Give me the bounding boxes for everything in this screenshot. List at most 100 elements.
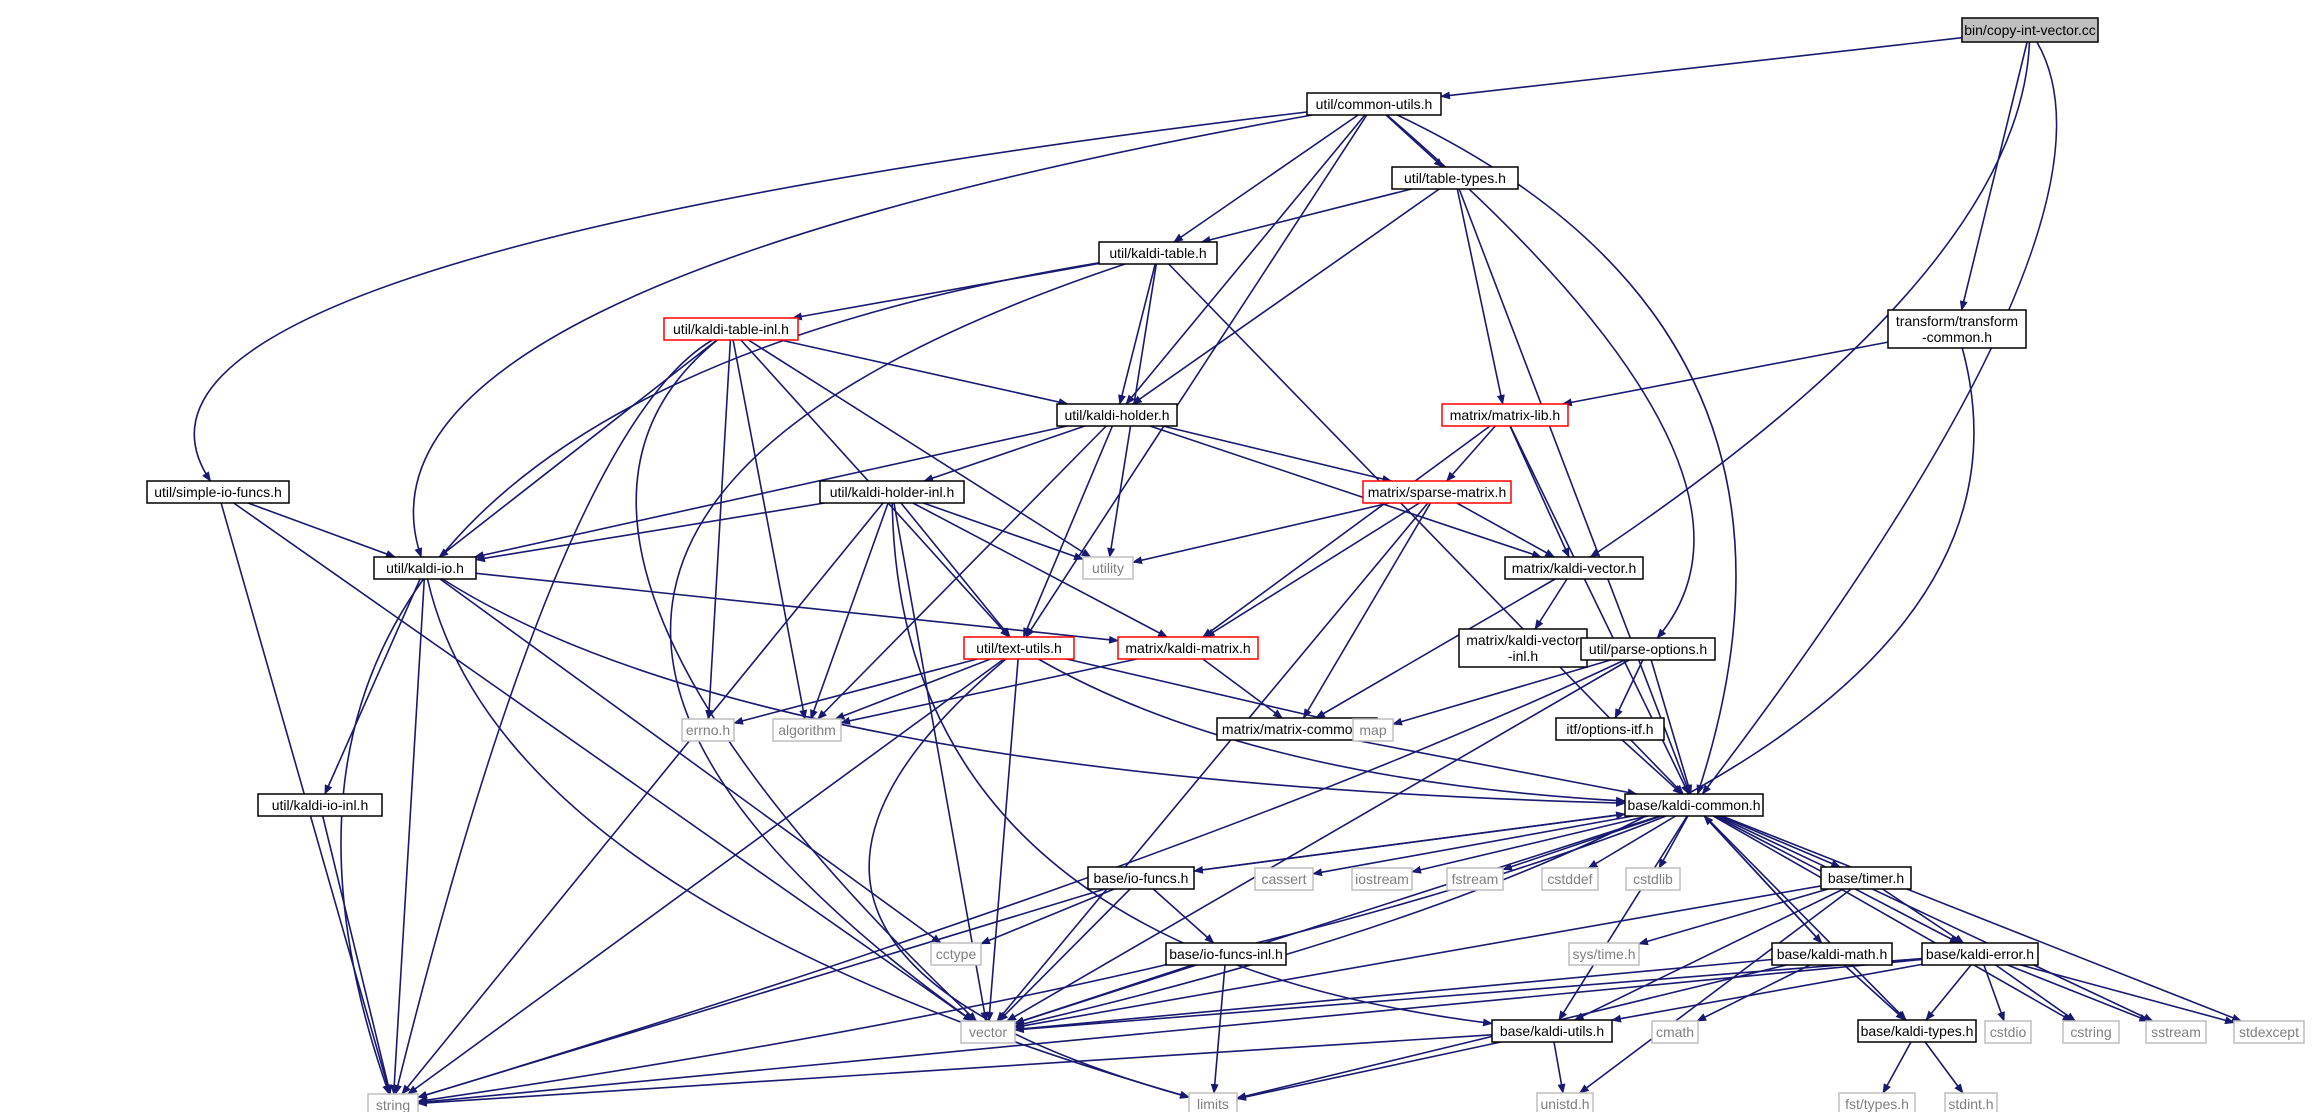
node-box [960, 1020, 1016, 1044]
node-label: algorithm [778, 722, 836, 738]
node-box [1082, 556, 1134, 580]
edge-io-funcs-to-io-funcs-inl [1152, 888, 1215, 944]
node-options-itf[interactable]: itf/options-itf.h [1555, 717, 1665, 741]
node-table-types[interactable]: util/table-types.h [1391, 166, 1519, 190]
node-kaldi-math[interactable]: base/kaldi-math.h [1771, 942, 1893, 966]
node-label: cstring [2070, 1024, 2111, 1040]
node-kaldi-matrix[interactable]: matrix/kaldi-matrix.h [1117, 636, 1259, 660]
node-box [1820, 866, 1912, 890]
edge-kaldi-table-to-kaldi-holder [1118, 263, 1156, 405]
edge-parse-options-to-string [417, 659, 1625, 1099]
edge-text-utils-to-algorithm [834, 658, 991, 720]
node-parse-options[interactable]: util/parse-options.h [1580, 637, 1716, 661]
edge-kaldi-io-to-kaldi-common [441, 578, 1626, 807]
edge-kaldi-table-to-kaldi-table-inl [791, 262, 1100, 321]
node-text-utils[interactable]: util/text-utils.h [963, 636, 1075, 660]
edge-transform-common-to-vector [1014, 347, 1975, 1028]
node-kaldi-error[interactable]: base/kaldi-error.h [1921, 942, 2039, 966]
edge-io-funcs-to-kaldi-common [1193, 811, 1626, 872]
edge-kaldi-common-to-timer [1719, 815, 1842, 868]
node-kaldi-vector-inl[interactable]: matrix/kaldi-vector-inl.h [1458, 628, 1588, 668]
node-io-funcs[interactable]: base/io-funcs.h [1087, 866, 1195, 890]
node-kaldi-io-inl[interactable]: util/kaldi-io-inl.h [257, 793, 383, 817]
edge-kaldi-table-inl-to-algorithm [732, 339, 808, 720]
node-box [1580, 637, 1716, 661]
node-box [930, 942, 982, 966]
node-box [1362, 480, 1512, 504]
node-sstream: sstream [2145, 1020, 2207, 1044]
node-box [373, 556, 477, 580]
edge-root-to-common-utils [1440, 36, 1963, 100]
node-string: string [367, 1093, 419, 1112]
node-root[interactable]: bin/copy-int-vector.cc [1961, 17, 2099, 43]
node-label: util/simple-io-funcs.h [154, 484, 282, 500]
node-label: sstream [2151, 1024, 2201, 1040]
edge-kaldi-utils-to-limits [1236, 1041, 1502, 1101]
node-label: base/io-funcs.h [1094, 870, 1189, 886]
node-kaldi-utils[interactable]: base/kaldi-utils.h [1491, 1019, 1613, 1043]
node-kaldi-common[interactable]: base/kaldi-common.h [1624, 793, 1764, 817]
node-box [1555, 717, 1665, 741]
node-label: cctype [936, 946, 977, 962]
node-simple-io-funcs[interactable]: util/simple-io-funcs.h [146, 480, 290, 504]
node-box [1446, 867, 1504, 891]
edge-simple-io-funcs-to-kaldi-io [247, 502, 396, 558]
node-label: util/kaldi-io.h [386, 560, 464, 576]
edge-kaldi-common-to-fstream [1502, 815, 1662, 871]
edge-kaldi-table-inl-to-vector [635, 339, 978, 1022]
edge-kaldi-vector-to-matrix-common [1315, 578, 1556, 719]
node-box [1838, 1092, 1916, 1112]
node-box [772, 718, 842, 742]
edge-kaldi-holder-inl-to-algorithm [810, 502, 889, 720]
edge-sparse-matrix-to-utility [1132, 502, 1390, 565]
node-label: util/kaldi-holder.h [1064, 407, 1169, 423]
edge-io-funcs-inl-to-vector [1014, 964, 1193, 1025]
node-common-utils[interactable]: util/common-utils.h [1306, 92, 1442, 116]
edge-timer-to-kaldi-utils [1573, 888, 1844, 1021]
edge-kaldi-table-inl-to-kaldi-io [438, 339, 718, 558]
node-box [1625, 867, 1681, 891]
node-box [2233, 1020, 2305, 1044]
node-box [1491, 1019, 1613, 1043]
node-kaldi-io[interactable]: util/kaldi-io.h [373, 556, 477, 580]
node-cctype: cctype [930, 942, 982, 966]
node-label: unistd.h [1540, 1096, 1589, 1112]
edge-root-to-kaldi-vector [1589, 41, 2031, 558]
node-kaldi-vector[interactable]: matrix/kaldi-vector.h [1504, 556, 1644, 580]
node-kaldi-types[interactable]: base/kaldi-types.h [1857, 1019, 1977, 1043]
node-matrix-lib[interactable]: matrix/matrix-lib.h [1441, 403, 1569, 427]
edge-kaldi-io-to-kaldi-io-inl [324, 578, 421, 795]
edge-parse-options-to-vector [1006, 659, 1630, 1022]
edge-kaldi-utils-to-unistd [1553, 1041, 1566, 1094]
node-sparse-matrix[interactable]: matrix/sparse-matrix.h [1362, 480, 1512, 504]
node-io-funcs-inl[interactable]: base/io-funcs-inl.h [1165, 942, 1287, 966]
edge-kaldi-common-to-sstream [1717, 815, 2154, 1022]
node-kaldi-table[interactable]: util/kaldi-table.h [1098, 241, 1218, 265]
node-box [1254, 867, 1314, 891]
node-label: base/kaldi-math.h [1777, 946, 1888, 962]
edge-kaldi-common-to-stdexcept [1721, 815, 2243, 1022]
edge-table-types-to-kaldi-common [1458, 188, 1691, 795]
edge-kaldi-io-to-limits [426, 578, 1190, 1099]
node-map: map [1352, 718, 1394, 742]
edge-common-utils-to-parse-options [1386, 114, 1695, 639]
node-transform-common[interactable]: transform/transform-common.h [1887, 309, 2027, 349]
node-label: limits [1197, 1096, 1229, 1112]
node-label: errno.h [686, 722, 730, 738]
node-box [2062, 1020, 2120, 1044]
edge-kaldi-holder-inl-to-kaldi-utils [891, 502, 1493, 1027]
node-label: itf/options-itf.h [1566, 721, 1653, 737]
node-box [1098, 241, 1218, 265]
edge-table-types-to-matrix-lib [1456, 188, 1505, 405]
node-kaldi-holder-inl[interactable]: util/kaldi-holder-inl.h [819, 480, 965, 504]
node-timer[interactable]: base/timer.h [1820, 866, 1912, 890]
edge-kaldi-common-to-cstring [1712, 815, 2073, 1022]
node-unistd: unistd.h [1536, 1092, 1594, 1112]
node-label: util/kaldi-table.h [1109, 245, 1206, 261]
edge-kaldi-holder-inl-to-text-utils [900, 502, 1011, 638]
node-kaldi-table-inl[interactable]: util/kaldi-table-inl.h [663, 317, 799, 341]
edge-root-to-kaldi-common [1701, 41, 2058, 795]
node-box [1857, 1019, 1977, 1043]
node-label: matrix/matrix-lib.h [1450, 407, 1560, 423]
node-kaldi-holder[interactable]: util/kaldi-holder.h [1056, 403, 1178, 427]
